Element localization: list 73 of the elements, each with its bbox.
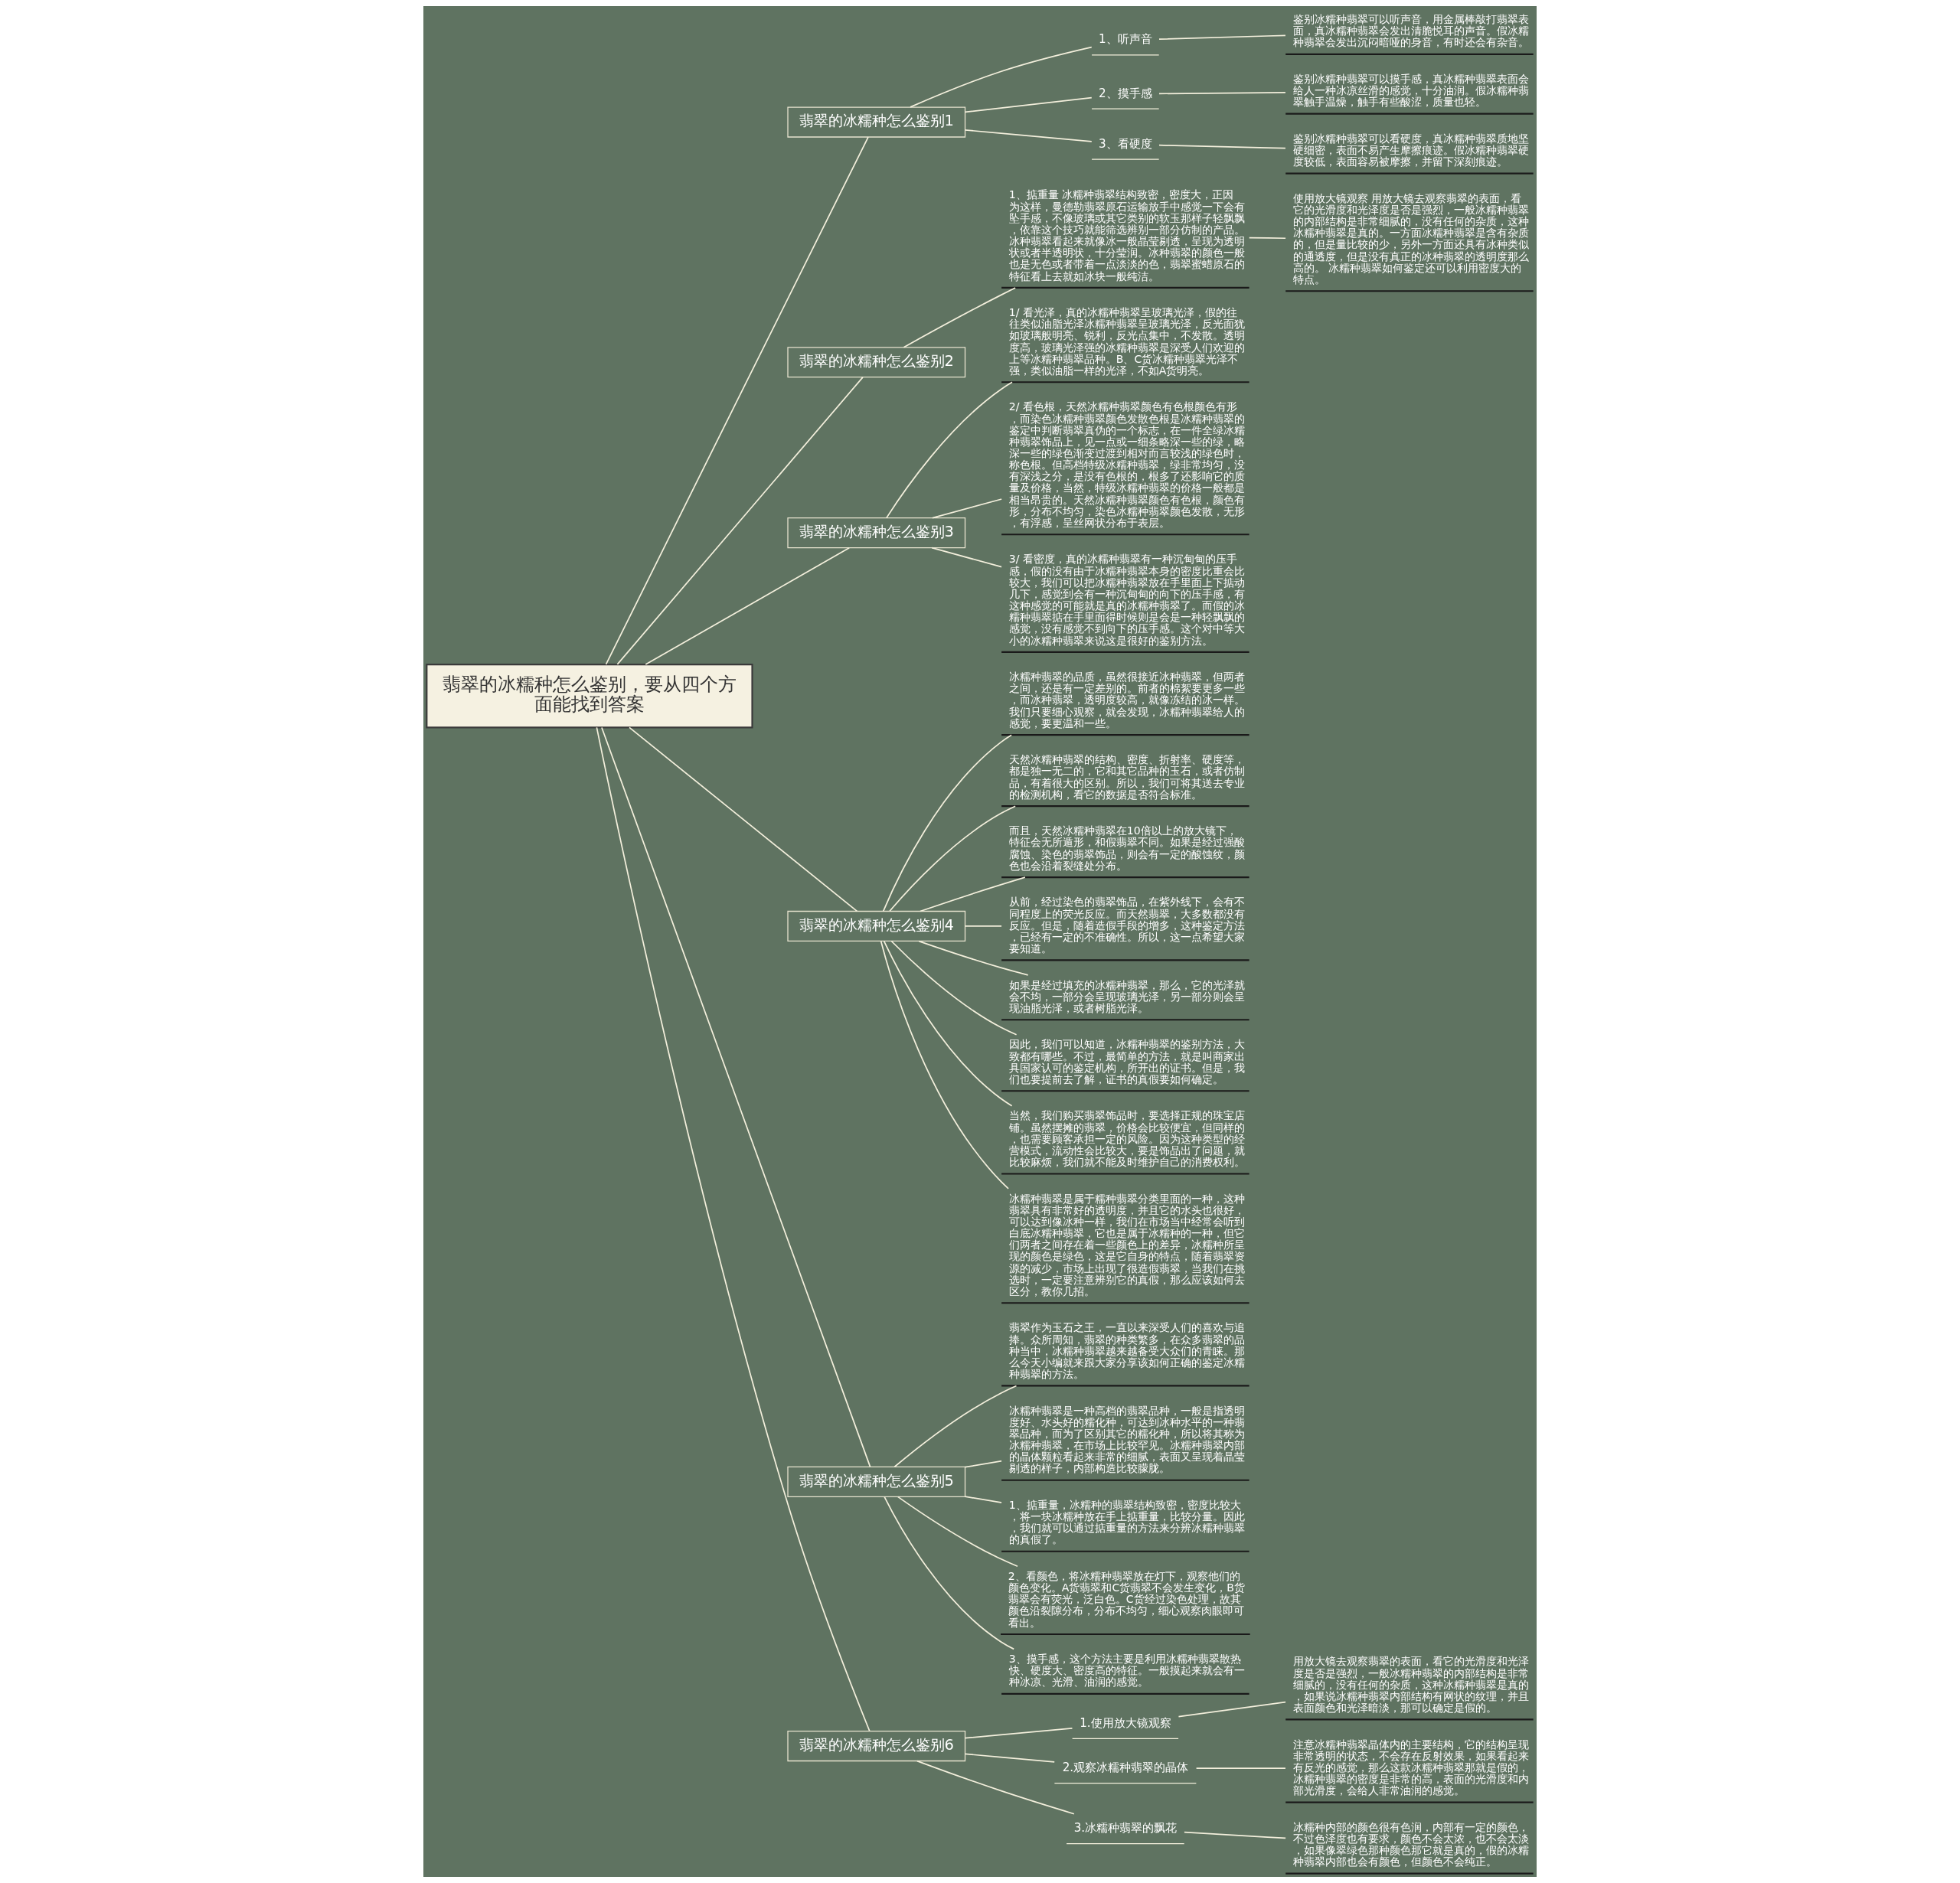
connector [1158,92,1286,95]
node-box: 翡翠的冰糯种怎么鉴别2 [787,347,966,378]
node-text: 2/ 看色根，天然冰糯种翡翠颜色有色根颜色有形，而染色冰糯种翡翠颜色发散色根是冰糯种翡翠的鉴定中判断翡翠真伪的一个标志，在一件全绿冰糯种翡翠饰品上，见一点或一细条略深一些的绿，略深一些的绿色渐变过渡到相对而言较浅的绿色时，称色根。但高档特级冰糯种翡翠，绿非常均匀，没有深浅之分，是没有色根的，根多了还影响它的质量及价格，当然，特级冰糯种翡翠的价格一般都是相当昂贵的。天然冰糯种翡翠颜色有色根，颜色有形，分布不均匀，染色冰糯种翡翠颜色发散，无形，有浮感，呈丝网状分布于表层。 [1008,400,1245,529]
connector [903,287,1016,348]
node-text: 鉴别冰糯种翡翠可以听声音，用金属棒敲打翡翠表面，真冰糯种翡翠会发出清脆悦耳的声音。假冰糯种翡翠会发出沉闷暗哑的身音，有时还会有杂音。 [1292,13,1529,49]
connector [601,726,871,1467]
node-text: 因此，我们可以知道，冰糯种翡翠的鉴别方法，大致都有哪些。不过，最简单的方法，就是叫商家出具国家认可的鉴定机构，所开出的证书。但是，我们也要提前去了解，证书的真假要如何确定。 [1008,1038,1245,1085]
node-text: 冰糯种内部的颜色很有色润，内部有一定的颜色，不过色泽度也有要求，颜色不会太浓，也不会太淡，如果像翠绿色那种颜色那它就是真的，假的冰糯种翡翠内部也会有颜色，但颜色不会纯正。 [1292,1820,1529,1868]
connector [1158,144,1286,149]
node-text: 鉴别冰糯种翡翠可以摸手感，真冰糯种翡翠表面会给人一种冰凉丝滑的感觉，十分油润。假冰糯种翡翠触手温燥，触手有些酸涩，质量也轻。 [1292,73,1529,109]
node-box: 翡翠的冰糯种怎么鉴别6 [787,1730,966,1762]
node-text: 用放大镜去观察翡翠的表面，看它的光滑度和光泽度是否是强烈，一般冰糯种翡翠的内部结构是非常细腻的，没有任何的杂质，这种冰糯种翡翠是真的，如果说冰糯种翡翠内部结构有网状的纹理，并且表面颜色和光泽暗淡，那可以确定是假的。 [1292,1655,1529,1715]
connector [964,1753,1056,1763]
node-text: 冰糯种翡翠是一种高档的翡翠品种，一般是指透明度好、水头好的糯化种，可达到冰种水平的一种翡翠品种，而为了区别其它的糯化种，所以将其称为冰糯种翡翠，在市场上比较罕见。冰糯种翡翠内部的晶体颗粒看起来非常的细腻，表面又呈现着晶莹剔透的样子，内部构造比较朦胧。 [1008,1404,1245,1475]
connector [964,1460,1002,1468]
node-text: 2.观察冰糯种翡翠的晶体 [1062,1761,1189,1775]
node-text: 天然冰糯种翡翠的结构、密度、折射率、硬度等，都是独一无二的，它和其它品种的玉石，或者仿制品，有着很大的区别。所以，我们可将其送去专业的检测机构，看它的数据是否符合标准。 [1008,753,1245,801]
node-text: 注意冰糯种翡翠晶体内的主要结构，它的结构呈现非常透明的状态，不会存在反射效果，如果看起来有反光的感觉，那么这款冰糯种翡翠那就是假的，冰糯种翡翠的密度是非常的高，表面的光滑度和内部光滑度，会给人非常油润的感觉。 [1292,1738,1529,1797]
node-text: 而且，天然冰糯种翡翠在10倍以上的放大镜下，特征会无所遁形，和假翡翠不同。如果是经过强酸腐蚀、染色的翡翠饰品，则会有一定的酸蚀纹，颜色也会沿着裂缝处分布。 [1008,824,1245,872]
connector [964,925,1002,927]
node-box: 翡翠的冰糯种怎么鉴别1 [787,106,966,138]
node-text: 3.冰糯种翡翠的飘花 [1073,1821,1178,1836]
connector [629,726,858,912]
connector [890,940,1018,1036]
node-text: 1、掂重量 冰糯种翡翠结构致密，密度大，正因为这样，曼德勒翡翠原石运输放手中感觉一下会有坠手感，不像玻璃或其它类别的软玉那样子轻飘飘，依靠这个技巧就能筛选辨别一部分仿制的产品。冰种翡翠看起来就像冰一般晶莹剔透，呈现为透明状或者半透明状，十分莹润。冰种翡翠的颜色一般也是无色或者带着一点淡淡的色，翡翠蜜蜡原石的特征看上去就如冰块一般纯洁。 [1008,188,1245,282]
connector [1184,1831,1286,1839]
connector [918,940,1029,976]
connector [605,136,869,665]
connector [916,1760,1075,1815]
connector [889,805,1016,912]
node-text: 3、看硬度 [1099,136,1152,151]
node-text: 如果是经过填充的冰糯种翡翠，那么，它的光泽就会不均，一部分会呈现玻璃光泽，另一部分则会呈现油脂光泽，或者树脂光泽。 [1008,978,1245,1014]
connector [964,96,1093,113]
connector [885,381,1013,519]
node-text: 1.使用放大镜观察 [1080,1715,1171,1730]
connector [645,547,851,665]
node-text: 鉴别冰糯种翡翠可以看硬度，真冰糯种翡翠质地坚硬细密，表面不易产生摩擦痕迹。假冰糯种翡翠硬度较低，表面容易被摩擦，并留下深刻痕迹。 [1292,132,1529,168]
connector [1248,237,1286,240]
connector [893,1385,1018,1468]
connector [920,876,1026,912]
node-text: 2、摸手感 [1099,86,1152,100]
node-text: 3、摸手感，这个方法主要是利用冰糯种翡翠散热快、硬度大、密度高的特征。一般摸起来就会有一种冰凉、光滑、油润的感觉。 [1008,1653,1245,1689]
node-text: 1、听声音 [1099,32,1152,47]
node-text: 从前，经过染色的翡翠饰品，在紫外线下，会有不同程度上的荧光反应。而天然翡翠，大多数都没有反应。但是，随着造假手段的增多，这种鉴定方法，已经有一定的不准确性。所以，这一点希望大家要知道。 [1008,896,1245,955]
connector [932,498,1002,519]
node-text: 冰糯种翡翠的品质，虽然很接近冰种翡翠，但两者之间，还是有一定差别的。前者的棉絮要更多一些，而冰种翡翠，透明度较高，就像冻结的冰一样。我们只要细心观察，就会发现，冰糯种翡翠给人的感觉，要更温和一些。 [1008,671,1245,729]
connector [596,726,871,1732]
connector [883,940,1013,1107]
connector [884,1496,1015,1650]
node-text: 2、看颜色，将冰糯种翡翠放在灯下，观察他们的颜色变化。A货翡翠和C货翡翠不会发生变化，B货翡翠会有荧光，泛白色。C货经过染色处理，故其颜色沿裂隙分布，分布不均匀，细心观察肉眼即可看出。 [1008,1569,1245,1629]
connector [931,547,1002,568]
node-text: 使用放大镜观察 用放大镜去观察翡翠的表面，看它的光滑度和光泽度是否是强烈，一般冰糯种翡翠的内部结构是非常细腻的，没有任何的杂质，这种冰糯种翡翠是真的。一方面冰糯种翡翠是含有杂质的，但是量比较的少，另外一方面还具有冰种类似的通透度，但是没有真正的冰种翡翠的透明度那么高的。 冰糯种翡翠如何鉴定还可以利用密度大的特点。 [1292,191,1529,286]
node-text: 冰糯种翡翠是属于糯种翡翠分类里面的一种，这种翡翠具有非常好的透明度，并且它的水头也很好，可以达到像冰种一样，我们在市场当中经常会听到白底冰糯种翡翠，它也是属于冰糯种的一种，但它们两者之间存在着一些颜色上的差异，冰糯种所呈现的颜色是绿色，这是它自身的特点，随着翡翠资源的减少，市场上出现了很造假翡翠，当我们在挑选时，一定要注意辨别它的真假，那么应该如何去区分，教你几招。 [1008,1192,1245,1297]
connector [964,1496,1002,1503]
node-box: 翡翠的冰糯种怎么鉴别5 [787,1466,966,1498]
node-text: 1/ 看光泽，真的冰糯种翡翠呈玻璃光泽，假的往往类似油脂光泽冰糯种翡翠呈玻璃光泽，反光面犹如玻璃般明亮、锐利，反光点集中，不发散。透明度高，玻璃光泽强的冰糯种翡翠是深受人们欢迎的上等冰糯种翡翠品种。B、C货冰糯种翡翠光泽不强，类似油脂一样的光泽，不如A货明亮。 [1008,306,1245,377]
node-box: 翡翠的冰糯种怎么鉴别3 [787,517,966,549]
node-text: 3/ 看密度，真的冰糯种翡翠有一种沉甸甸的压手感，假的没有由于冰糯种翡翠本身的密度比重会比较大，我们可以把冰糯种翡翠放在手里面上下掂动几下，感觉到会有一种沉甸甸的向下的压手感，有这种感觉的可能就是真的冰糯种翡翠了。而假的冰糯种翡翠掂在手里面得时候则是会是一种轻飘飘的感觉，没有感觉不到向下的压手感。这个对中等大小的冰糯种翡翠来说这是很好的鉴别方法。 [1008,553,1245,647]
node-text: 翡翠作为玉石之王，一直以来深受人们的喜欢与追捧。众所周知，翡翠的种类繁多，在众多翡翠的品种当中，冰糯种翡翠越来越备受大众们的青睐。那么今天小编就来跟大家分享该如何正确的鉴定冰糯种翡翠的方法。 [1008,1321,1245,1381]
node-box: 翡翠的冰糯种怎么鉴别4 [787,910,966,942]
connector [964,129,1093,142]
connector [616,377,864,665]
connector [1195,1767,1286,1770]
connector [1158,34,1286,40]
connector [897,1496,1018,1568]
node-text: 1、掂重量，冰糯种的翡翠结构致密，密度比较大，将一块冰糯种放在手上掂重量，比较分量。因此，我们就可以通过掂重量的方法来分辨冰糯种翡翠的真假了。 [1008,1498,1245,1546]
connector [882,734,1012,912]
connector [880,940,1009,1190]
node-text: 当然，我们购买翡翠饰品时，要选择正规的珠宝店铺。虽然摆摊的翡翠，价格会比较便宜，但同样的，也需要顾客承担一定的风险。因为这种类型的经营模式，流动性会比较大，要是饰品出了问题，就比较麻烦，我们就不能及时维护自己的消费权利。 [1008,1109,1245,1169]
connector [1178,1701,1286,1718]
connector [964,1728,1073,1739]
node-box: 翡翠的冰糯种怎么鉴别，要从四个方面能找到答案 [426,664,753,729]
connector [910,46,1093,108]
